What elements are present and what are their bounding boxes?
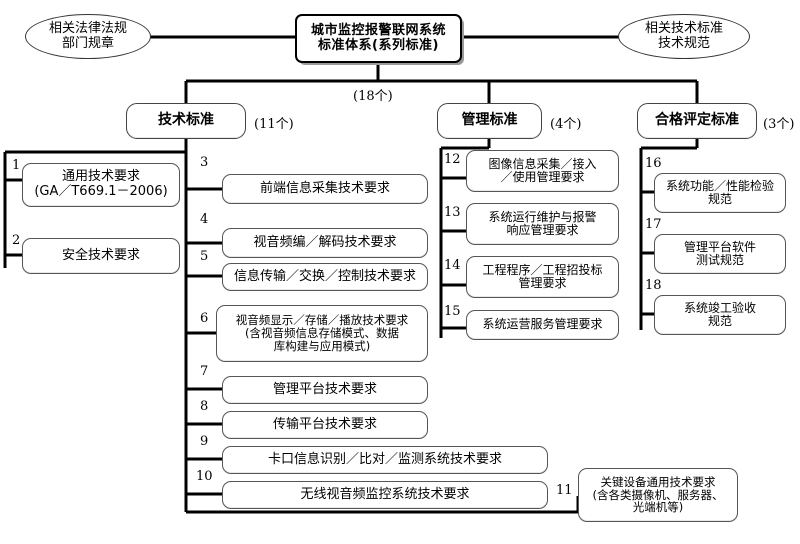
item-label-1: 通用技术要求 (GA／T669.1－2006) [34, 169, 168, 199]
item-index-1: 1 [12, 158, 21, 173]
item-node-14[interactable]: 工程程序／工程招投标 管理要求 [466, 256, 619, 298]
item-index-14: 14 [444, 258, 461, 273]
item-node-6[interactable]: 视音频显示／存储／播放技术要求 (含视音频信息存储模式、数据 库构建与应用模式) [216, 305, 428, 362]
branch-conformity-assessment-standards-label: 合格评定标准 [655, 112, 739, 129]
root-node[interactable]: 城市监控报警联网系统 标准体系(系列标准) [295, 14, 462, 63]
item-label-18: 系统竣工验收 规范 [683, 300, 756, 328]
item-node-12[interactable]: 图像信息采集／接入 ／使用管理要求 [466, 150, 619, 192]
item-label-5: 信息传输／交换／控制技术要求 [233, 268, 416, 284]
item-node-11[interactable]: 关键设备通用技术要求 (含各类摄像机、服务器、 光端机等) [578, 468, 738, 522]
branch-conformity-assessment-standards[interactable]: 合格评定标准 [637, 103, 757, 139]
item-label-10: 无线视音频监控系统技术要求 [300, 486, 470, 502]
item-index-2: 2 [12, 233, 21, 248]
branch-management-standards-label: 管理标准 [461, 112, 518, 129]
item-index-11: 11 [556, 483, 573, 498]
item-index-3: 3 [200, 155, 209, 170]
item-label-8: 传输平台技术要求 [272, 416, 377, 432]
branch-technical-standards-count: (11个) [254, 117, 294, 132]
item-node-5[interactable]: 信息传输／交换／控制技术要求 [222, 263, 428, 291]
item-label-7: 管理平台技术要求 [272, 381, 377, 397]
branch-management-standards-count: (4个) [550, 117, 582, 132]
item-node-1[interactable]: 通用技术要求 (GA／T669.1－2006) [22, 163, 180, 207]
item-label-2: 安全技术要求 [61, 247, 140, 263]
item-label-11: 关键设备通用技术要求 (含各类摄像机、服务器、 光端机等) [592, 474, 724, 515]
item-node-8[interactable]: 传输平台技术要求 [222, 411, 428, 439]
item-label-12: 图像信息采集／接入 ／使用管理要求 [488, 156, 597, 184]
item-node-13[interactable]: 系统运行维护与报警 响应管理要求 [466, 203, 619, 245]
branch-technical-standards-label: 技术标准 [158, 112, 214, 129]
related-tech-standards-label: 相关技术标准 技术规范 [644, 20, 723, 51]
root-label: 城市监控报警联网系统 标准体系(系列标准) [310, 22, 446, 53]
item-index-7: 7 [200, 364, 209, 379]
item-node-17[interactable]: 管理平台软件 测试规范 [654, 234, 786, 274]
item-label-14: 工程程序／工程招投标 管理要求 [482, 262, 603, 290]
item-index-18: 18 [645, 278, 662, 293]
item-index-6: 6 [200, 311, 209, 326]
item-index-16: 16 [645, 156, 662, 171]
item-index-13: 13 [444, 205, 461, 220]
item-index-12: 12 [444, 152, 461, 167]
related-laws-ellipse: 相关法律法规 部门规章 [25, 14, 151, 59]
item-node-15[interactable]: 系统运营服务管理要求 [466, 310, 619, 340]
item-node-9[interactable]: 卡口信息识别／比对／监测系统技术要求 [222, 446, 548, 474]
item-index-15: 15 [444, 304, 461, 319]
item-label-17: 管理平台软件 测试规范 [683, 239, 756, 267]
root-count: (18个) [353, 89, 393, 104]
item-index-5: 5 [200, 249, 209, 264]
branch-management-standards[interactable]: 管理标准 [437, 103, 542, 139]
item-node-18[interactable]: 系统竣工验收 规范 [654, 295, 786, 335]
related-laws-label: 相关法律法规 部门规章 [48, 20, 127, 51]
item-label-13: 系统运行维护与报警 响应管理要求 [488, 209, 597, 237]
item-label-3: 前端信息采集技术要求 [259, 180, 390, 196]
item-label-9: 卡口信息识别／比对／监测系统技术要求 [267, 451, 502, 467]
item-node-2[interactable]: 安全技术要求 [22, 238, 180, 274]
item-label-16: 系统功能／性能检验 规范 [665, 178, 774, 206]
branch-technical-standards[interactable]: 技术标准 [126, 103, 246, 139]
item-index-10: 10 [196, 469, 213, 484]
item-label-4: 视音频编／解码技术要求 [253, 234, 397, 250]
item-node-7[interactable]: 管理平台技术要求 [222, 376, 428, 404]
item-node-10[interactable]: 无线视音频监控系统技术要求 [222, 481, 548, 509]
item-node-3[interactable]: 前端信息采集技术要求 [222, 174, 428, 204]
item-index-9: 9 [200, 434, 209, 449]
branch-conformity-assessment-standards-count: (3个) [763, 117, 795, 132]
related-tech-standards-ellipse: 相关技术标准 技术规范 [618, 14, 750, 59]
item-node-16[interactable]: 系统功能／性能检验 规范 [654, 173, 786, 213]
item-index-17: 17 [645, 217, 662, 232]
item-label-15: 系统运营服务管理要求 [482, 317, 603, 332]
item-node-4[interactable]: 视音频编／解码技术要求 [222, 228, 428, 258]
item-index-8: 8 [200, 399, 209, 414]
item-label-6: 视音频显示／存储／播放技术要求 (含视音频信息存储模式、数据 库构建与应用模式) [235, 313, 409, 353]
item-index-4: 4 [200, 212, 209, 227]
